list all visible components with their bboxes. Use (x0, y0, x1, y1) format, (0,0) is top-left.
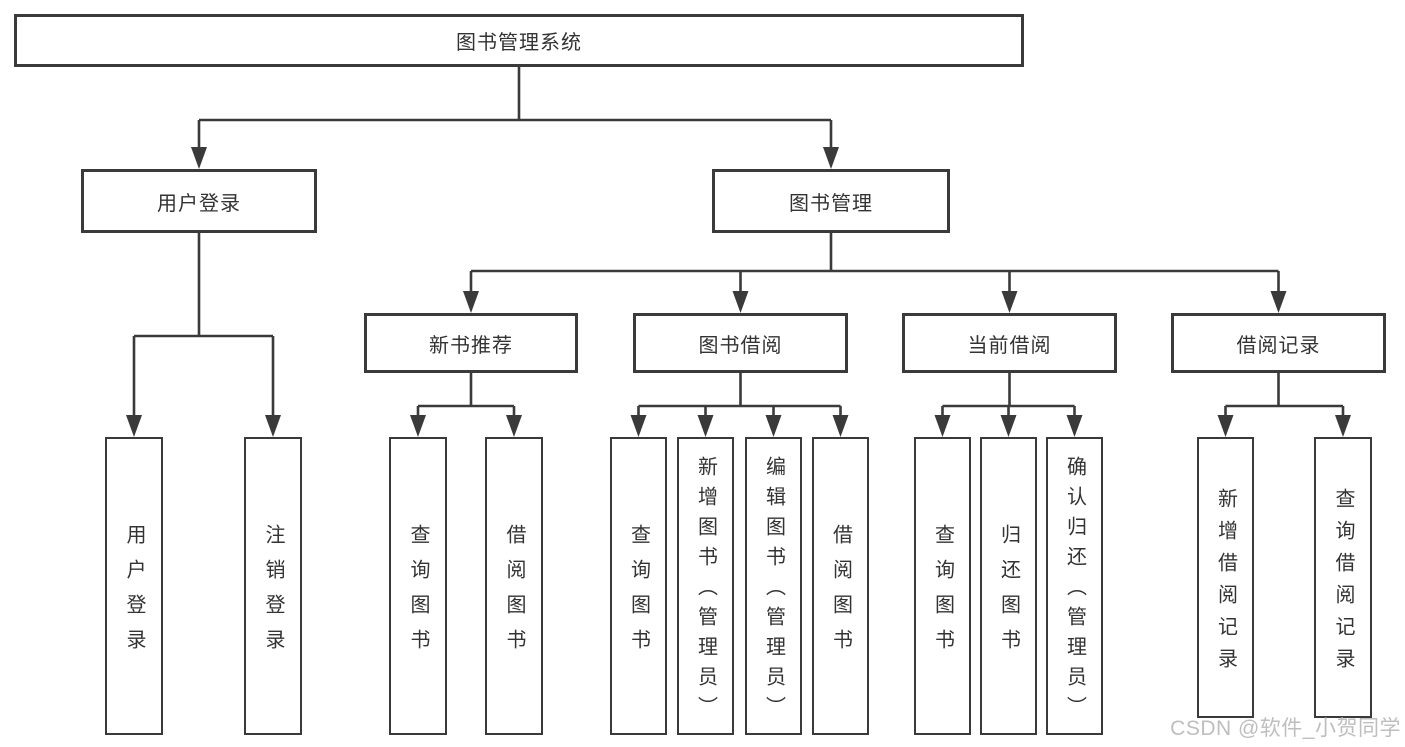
connector-bookmgmt-to-level3 (469, 233, 1280, 294)
node-borrow-records-label: 借阅记录 (1236, 334, 1321, 357)
node-current-borrow-label: 当前借阅 (967, 334, 1052, 357)
node-new-book-recommend-label: 新书推荐 (429, 334, 513, 357)
leaf-return-books-label: 归还图书 (997, 523, 1020, 664)
node-book-management: 图书管理 (712, 169, 950, 233)
leaf-add-borrow-record-label: 新增借阅记录 (1214, 487, 1237, 680)
leaf-return-books: 归还图书 (980, 437, 1037, 735)
node-root-label: 图书管理系统 (456, 32, 582, 54)
connector-newbook-to-leaves (416, 373, 516, 418)
leaf-borrow-query-books-label: 查询图书 (627, 523, 650, 664)
leaf-user-login: 用户登录 (105, 437, 163, 735)
leaf-logout-label: 注销登录 (262, 523, 284, 664)
csdn-watermark: CSDN @软件_小贺同学 (1170, 717, 1401, 740)
leaf-current-query-books: 查询图书 (914, 437, 971, 735)
connector-records-to-leaves (1224, 373, 1345, 418)
connector-borrow-to-leaves (637, 373, 842, 418)
leaf-add-borrow-record: 新增借阅记录 (1197, 437, 1254, 718)
node-user-login-label: 用户登录 (157, 192, 241, 215)
leaf-current-query-books-label: 查询图书 (931, 523, 954, 664)
leaf-newbook-query-books: 查询图书 (389, 437, 447, 735)
leaf-add-books-admin: 新增图书（管理员） (677, 437, 734, 735)
connector-login-to-leaves (132, 233, 275, 418)
leaf-logout: 注销登录 (244, 437, 302, 735)
leaf-confirm-return-admin: 确认归还（管理员） (1046, 437, 1103, 735)
node-new-book-recommend: 新书推荐 (364, 313, 578, 373)
node-user-login: 用户登录 (81, 169, 317, 233)
arrowheads (126, 147, 1351, 437)
leaf-borrow-query-books: 查询图书 (610, 437, 667, 735)
node-root-system: 图书管理系统 (14, 14, 1024, 67)
leaf-query-borrow-record-label: 查询借阅记录 (1332, 487, 1354, 680)
leaf-user-login-label: 用户登录 (123, 523, 145, 664)
leaf-newbook-query-books-label: 查询图书 (407, 523, 429, 664)
leaf-borrow-books: 借阅图书 (812, 437, 869, 735)
leaf-newbook-borrow-books: 借阅图书 (485, 437, 543, 735)
node-current-borrow: 当前借阅 (902, 313, 1117, 373)
leaf-borrow-books-label: 借阅图书 (829, 523, 852, 664)
node-book-borrow: 图书借阅 (633, 313, 848, 373)
connector-current-to-leaves (941, 373, 1076, 418)
leaf-edit-books-admin: 编辑图书（管理员） (745, 437, 802, 735)
node-book-borrow-label: 图书借阅 (698, 334, 783, 357)
connector-root-to-level2 (197, 67, 833, 150)
leaf-edit-books-admin-label: 编辑图书（管理员） (762, 456, 785, 726)
leaf-newbook-borrow-books-label: 借阅图书 (503, 523, 525, 664)
node-borrow-records: 借阅记录 (1171, 313, 1386, 373)
leaf-add-books-admin-label: 新增图书（管理员） (694, 456, 717, 726)
leaf-confirm-return-admin-label: 确认归还（管理员） (1063, 456, 1086, 726)
leaf-query-borrow-record: 查询借阅记录 (1314, 437, 1372, 718)
node-book-management-label: 图书管理 (789, 192, 873, 215)
